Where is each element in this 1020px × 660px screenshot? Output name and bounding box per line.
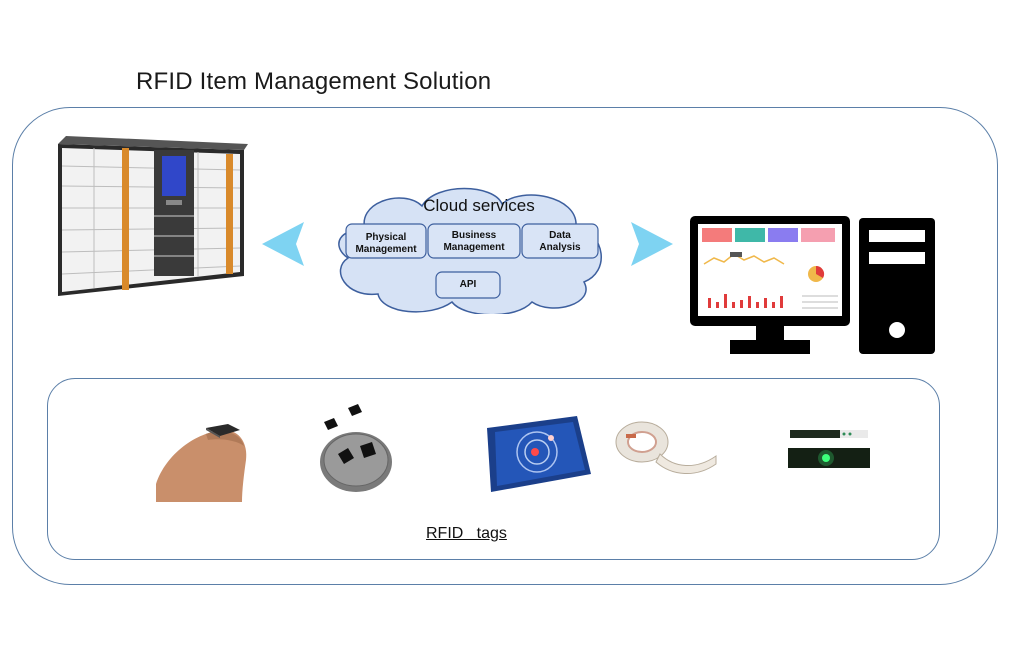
box-line-2: Management: [443, 242, 505, 253]
box-line-1: Business: [451, 230, 497, 241]
business-management-box: Business Management: [428, 230, 520, 254]
box-line-2: Management: [355, 244, 417, 255]
rfid-tag-phone-icon: [487, 416, 591, 492]
rfid-tags-label: RFID tags: [426, 525, 507, 542]
cloud-icon: [338, 187, 602, 314]
data-analysis-box: Data Analysis: [522, 230, 598, 254]
left-arrow-icon: [262, 222, 304, 266]
smart-locker-icon: [58, 136, 248, 296]
pc-tower-icon: [859, 218, 935, 354]
rfid-tags-frame: [47, 378, 940, 560]
box-line-1: Data: [549, 230, 571, 241]
rfid-tag-fingertip-icon: [156, 424, 247, 502]
rfid-tag-roll-icon: [615, 421, 717, 475]
rfid-tag-strip-icon: [788, 430, 870, 468]
cloud-services-title: Cloud services: [423, 196, 535, 215]
right-arrow-icon: [631, 222, 673, 266]
rfid-tag-coin-icon: [320, 404, 392, 492]
box-line-2: Analysis: [539, 242, 581, 253]
box-line-1: Physical: [365, 232, 407, 243]
api-box: API: [459, 279, 477, 290]
monitor-icon: [690, 216, 850, 354]
outer-frame: [12, 107, 998, 585]
diagram-title: RFID Item Management Solution: [136, 68, 492, 95]
physical-management-box: Physical Management: [346, 232, 426, 256]
